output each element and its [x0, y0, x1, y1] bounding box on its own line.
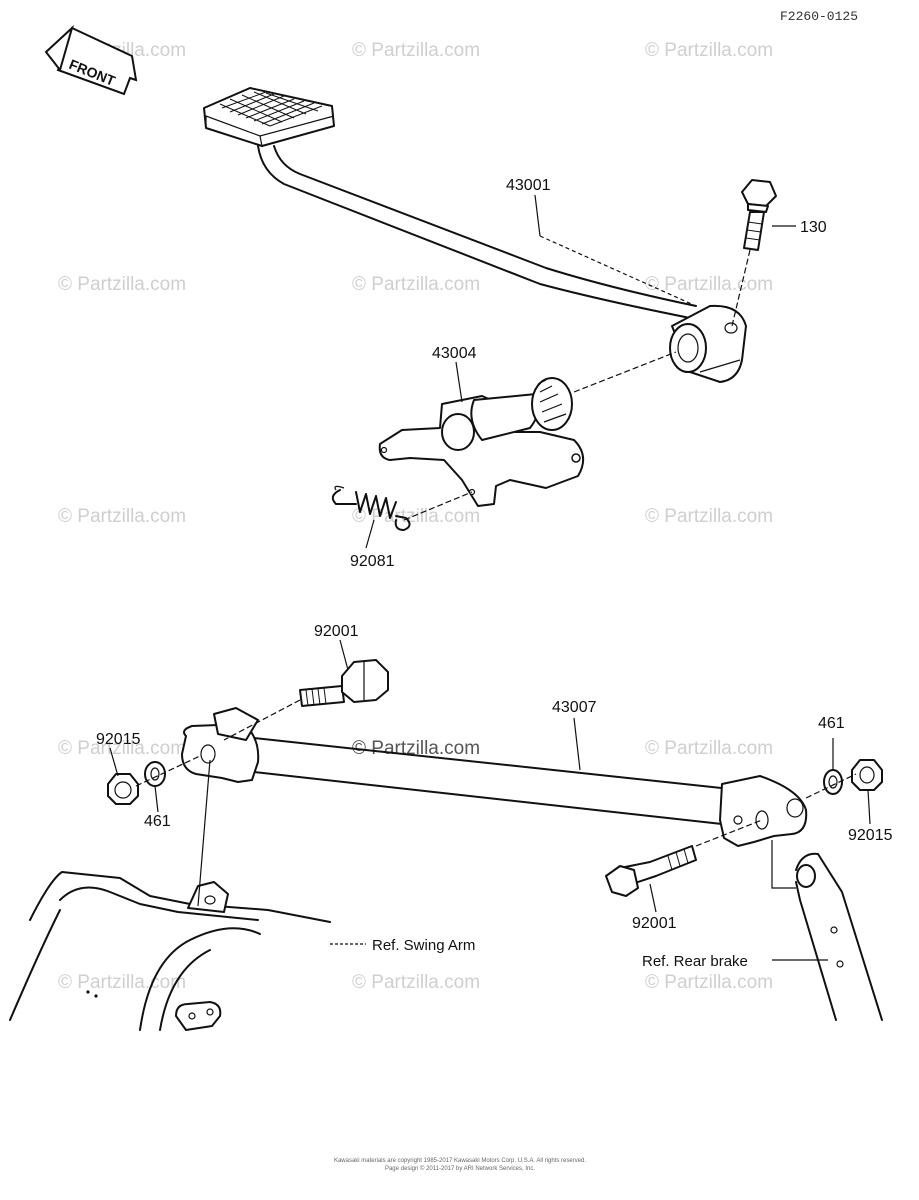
watermark: © Partzilla.com — [645, 40, 773, 61]
watermark: © Partzilla.com — [352, 40, 480, 61]
label-92001-lower: 92001 — [632, 915, 677, 932]
watermark: © Partzilla.com — [352, 972, 480, 993]
nut-92015-left-part — [107, 773, 139, 805]
label-92015-right: 92015 — [848, 827, 893, 844]
label-130: 130 — [800, 219, 827, 236]
brake-rod-43007-part — [181, 707, 808, 847]
watermark: © Partzilla.com — [645, 506, 773, 527]
watermark: © Partzilla.com — [58, 972, 186, 993]
label-92001-upper: 92001 — [314, 623, 359, 640]
label-92081: 92081 — [350, 553, 395, 570]
bolt-92001-lower-part — [605, 845, 697, 897]
footer-line-1: Kawasaki materials are copyright 1985-20… — [334, 1158, 586, 1164]
spring-92081-part — [331, 485, 411, 531]
bolt-130-part — [741, 179, 777, 251]
footer-line-2: Page design © 2011-2017 by ARI Network S… — [385, 1165, 535, 1172]
front-arrow-icon: FRONT — [44, 24, 138, 96]
washer-461-left-part — [144, 761, 166, 787]
nut-92015-right-part — [851, 759, 883, 791]
watermark: © Partzilla.com — [58, 506, 186, 527]
label-43004: 43004 — [432, 345, 477, 362]
label-ref-swing-arm: Ref. Swing Arm — [372, 937, 475, 954]
watermark: © Partzilla.com — [58, 738, 186, 759]
label-461-left: 461 — [144, 813, 171, 830]
label-43001: 43001 — [506, 177, 551, 194]
watermark: © Partzilla.com — [352, 274, 480, 295]
label-ref-rear-brake: Ref. Rear brake — [642, 953, 748, 970]
footer-copyright: Kawasaki materials are copyright 1985-20… — [334, 1158, 586, 1172]
watermark: © Partzilla.com — [58, 274, 186, 295]
swing-arm-reference-drawing — [9, 871, 331, 1031]
watermark: © Partzilla.com — [645, 972, 773, 993]
watermark: © Partzilla.com — [352, 506, 480, 527]
watermark-layer: © Partzilla.com © Partzilla.com © Partzi… — [58, 40, 773, 993]
part-labels: 43001 130 43004 92081 92001 43007 92015 … — [96, 177, 893, 970]
rear-brake-reference-drawing — [795, 852, 883, 1021]
watermark: © Partzilla.com — [352, 738, 480, 759]
leader-lines — [109, 194, 871, 961]
label-43007: 43007 — [552, 699, 597, 716]
shaft-lever-43004-part — [378, 377, 585, 507]
brake-pedal-part — [203, 87, 747, 383]
label-461-right: 461 — [818, 715, 845, 732]
bolt-92001-upper-part — [299, 659, 389, 707]
watermark: © Partzilla.com — [645, 738, 773, 759]
diagram-code: F2260-0125 — [780, 9, 858, 24]
label-92015-left: 92015 — [96, 731, 141, 748]
